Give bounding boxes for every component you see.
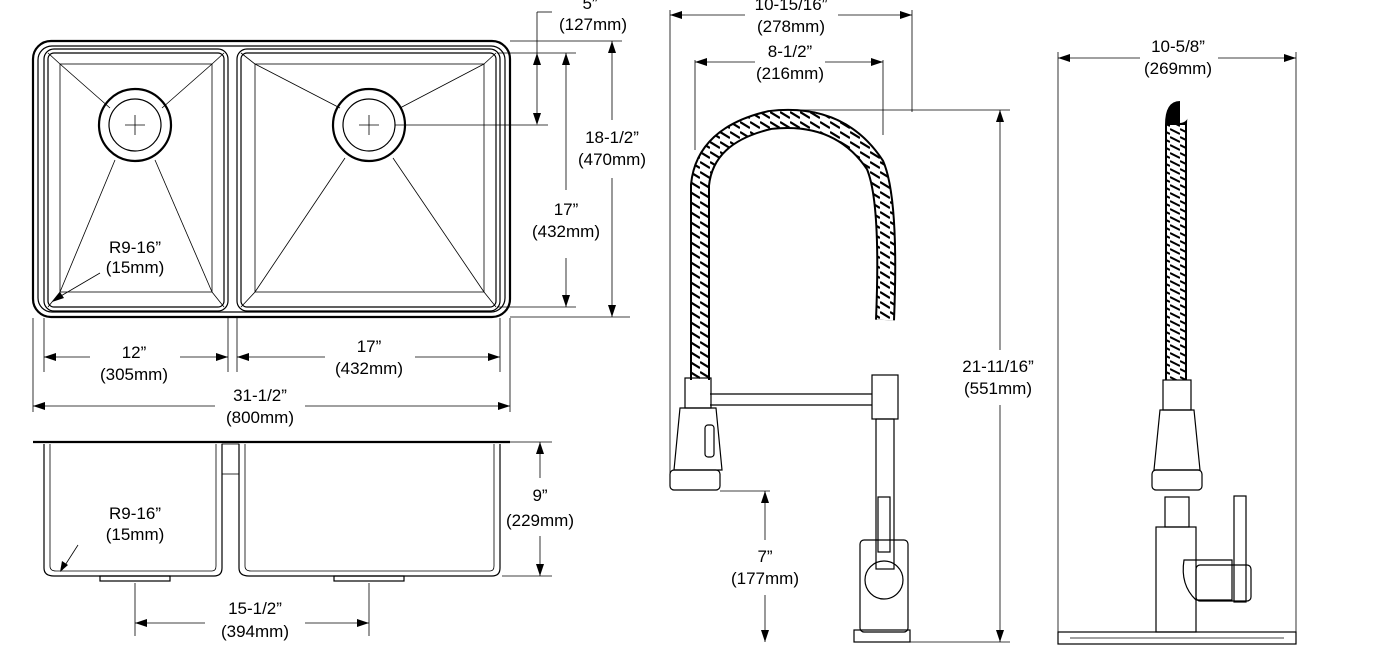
right-bowl bbox=[236, 48, 548, 312]
dim-plate-mm: (269mm) bbox=[1144, 59, 1212, 78]
sink-side-view bbox=[33, 440, 552, 636]
dim-overall-inch: 31-1/2” bbox=[233, 386, 287, 405]
dim-plate-inch: 10-5/8” bbox=[1151, 37, 1205, 56]
dim-radius-inch: R9-16” bbox=[109, 238, 161, 257]
dim-spout-inch: 8-1/2” bbox=[768, 42, 813, 61]
dim-height-mm: (551mm) bbox=[964, 379, 1032, 398]
dim-17-inch: 17” bbox=[554, 200, 579, 219]
spring-coil bbox=[692, 111, 895, 380]
dim-overall-mm: (800mm) bbox=[226, 408, 294, 427]
faucet-column bbox=[875, 418, 895, 570]
dimension-labels: 5” (127mm) 18-1/2” (470mm) 17” (432mm) R… bbox=[100, 0, 1212, 641]
dim-5-inch: 5” bbox=[582, 0, 597, 13]
left-bowl bbox=[43, 48, 229, 312]
dim-18-half-inch: 18-1/2” bbox=[585, 128, 639, 147]
dim-height-inch: 21-11/16” bbox=[962, 357, 1034, 376]
dim-sprayer-mm: (177mm) bbox=[731, 569, 799, 588]
side-handle-lever bbox=[1233, 495, 1247, 603]
dim-reach-mm: (278mm) bbox=[757, 17, 825, 36]
dim-side-radius-mm: (15mm) bbox=[106, 525, 165, 544]
dim-drain-spacing-mm: (394mm) bbox=[221, 622, 289, 641]
sink-outer-rim bbox=[31, 39, 512, 319]
faucet-side-view bbox=[1057, 52, 1297, 645]
dim-side-radius-inch: R9-16” bbox=[109, 504, 161, 523]
dim-sprayer-inch: 7” bbox=[757, 547, 772, 566]
right-drain-flange bbox=[333, 575, 405, 582]
dim-18-half-mm: (470mm) bbox=[578, 150, 646, 169]
faucet-front-view bbox=[669, 10, 1010, 643]
dim-drain-spacing-inch: 15-1/2” bbox=[228, 599, 282, 618]
dim-right-bowl-inch: 17” bbox=[357, 337, 382, 356]
dim-17-mm: (432mm) bbox=[532, 222, 600, 241]
dim-radius-mm: (15mm) bbox=[106, 258, 165, 277]
left-drain bbox=[97, 87, 173, 163]
faucet-handle-knob bbox=[864, 560, 904, 600]
dim-left-bowl-mm: (305mm) bbox=[100, 365, 168, 384]
dim-spout-mm: (216mm) bbox=[756, 64, 824, 83]
dim-depth-mm: (229mm) bbox=[506, 511, 574, 530]
dim-right-bowl-mm: (432mm) bbox=[335, 359, 403, 378]
dim-left-bowl-inch: 12” bbox=[122, 343, 147, 362]
sprayer-head bbox=[669, 377, 723, 491]
sink-top-view bbox=[31, 11, 630, 412]
dim-depth-inch: 9” bbox=[532, 486, 547, 505]
left-drain-flange bbox=[99, 575, 171, 582]
dim-5-mm: (127mm) bbox=[559, 15, 627, 34]
dim-reach-inch: 10-15/16” bbox=[755, 0, 828, 14]
